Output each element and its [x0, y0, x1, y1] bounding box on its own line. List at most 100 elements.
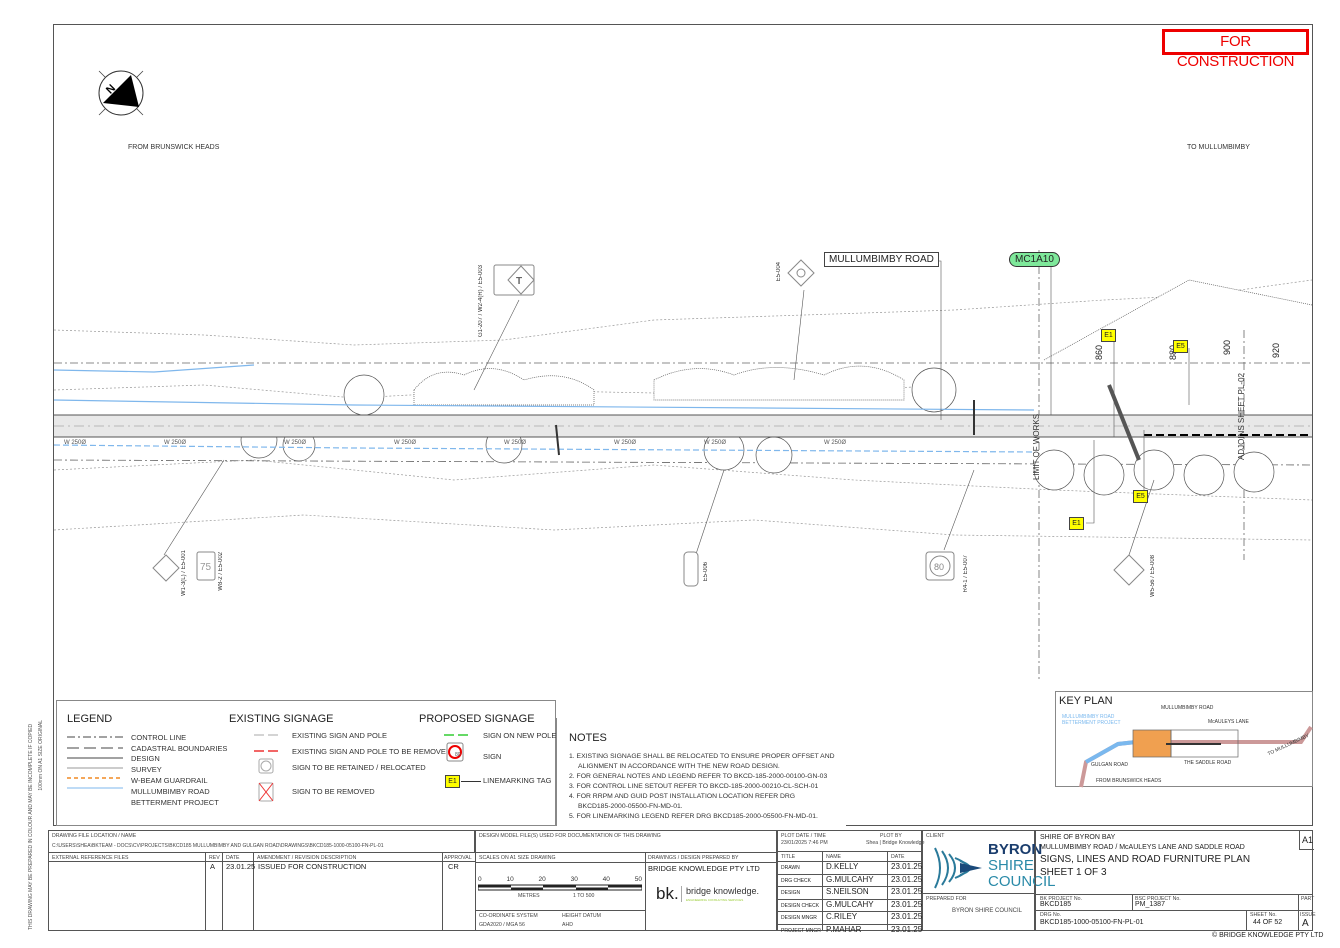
- proposed-signage-item: SIGN ON NEW POLE: [483, 731, 557, 740]
- key-plan-title: KEY PLAN: [1059, 695, 1113, 707]
- revision-approval: CR: [448, 862, 459, 871]
- sheet-number: 44 OF 52: [1253, 919, 1283, 926]
- drawing-subtitle: SHEET 1 OF 3: [1040, 867, 1107, 878]
- legend-title: LEGEND: [67, 713, 113, 725]
- height-datum-label: HEIGHT DATUM: [562, 913, 602, 919]
- existing-signage-title: EXISTING SIGNAGE: [229, 713, 334, 725]
- sign-symbols: T 75 80: [152, 259, 1145, 587]
- sheet-size: A1: [1302, 835, 1314, 845]
- sheet-number-label: SHEET No.: [1250, 912, 1277, 918]
- sign-speed-75-icon: [196, 551, 216, 581]
- signoff-date-header: DATE: [891, 854, 905, 860]
- existing-signage-item: EXISTING SIGN AND POLE: [292, 731, 388, 740]
- sign-code: W8-2 / E5-002: [218, 552, 224, 591]
- key-plan-label: MULLUMBIMBY ROAD: [1161, 705, 1214, 711]
- sign-value: 80: [455, 752, 461, 758]
- note-line: 2. FOR GENERAL NOTES AND LEGEND REFER TO…: [569, 773, 828, 780]
- plot-by-label: PLOT BY: [880, 833, 902, 839]
- signoff-row: DRAWN D.KELLY 23.01.25: [777, 861, 922, 874]
- linemarking-tag-example: E1: [445, 775, 460, 788]
- to-label: TO MULLUMBIMBY: [1187, 144, 1250, 151]
- signoff-date: 23.01.25: [891, 912, 923, 921]
- signoff-name: P.MAHAR: [826, 924, 862, 934]
- signoff-name: C.RILEY: [826, 912, 858, 921]
- key-plan-label: FROM BRUNSWICK HEADS: [1096, 778, 1162, 784]
- key-plan-label: MULLUMBIMBY ROAD BETTERMENT PROJECT: [1062, 714, 1121, 726]
- bk-logo: bk.: [656, 884, 679, 903]
- survey-lines: [54, 279, 1312, 541]
- bsc-project-label: BSC PROJECT No.: [1135, 896, 1181, 902]
- existing-signage-item: SIGN TO BE REMOVED: [292, 787, 375, 796]
- copyright: © BRIDGE KNOWLEDGE PTY LTD: [1212, 932, 1324, 939]
- legend-panel: LEGEND CONTROL LINE CADASTRAL BOUNDARIES…: [56, 700, 556, 826]
- key-plan-label: GULGAN ROAD: [1091, 762, 1128, 768]
- svg-text:W 250Ø: W 250Ø: [614, 440, 636, 446]
- key-plan-map: [1079, 725, 1313, 788]
- signoff-title-header: TITLE: [781, 854, 796, 860]
- proposed-signage-title: PROPOSED SIGNAGE: [419, 713, 535, 725]
- for-construction-stamp: FOR CONSTRUCTION: [1162, 29, 1309, 70]
- legend-item: CADASTRAL BOUNDARIES: [131, 744, 228, 753]
- key-plan-label: McAULEYS LANE: [1208, 719, 1249, 725]
- issue: A: [1302, 918, 1309, 929]
- limit-of-works-label: LIMIT OF WORKS: [1032, 414, 1041, 480]
- signoff-date: 23.01.25: [891, 887, 923, 896]
- revision-description: ISSUED FOR CONSTRUCTION: [258, 862, 367, 871]
- signoff-title: DRG CHECK: [781, 877, 812, 884]
- sign-code: R4-1 / E5-007: [963, 555, 969, 593]
- signoff-date: 23.01.25: [891, 899, 923, 909]
- note-line: 4. FOR RRPM AND GUID POST INSTALLATION L…: [569, 793, 796, 800]
- svg-text:W 250Ø: W 250Ø: [284, 440, 306, 446]
- legend-item: CONTROL LINE: [131, 733, 187, 742]
- signoff-date: 23.01.25: [891, 924, 923, 934]
- drawing-number: BKCD185-1000-05100-FN-PL-01: [1040, 919, 1144, 926]
- sign-flood-icon: [683, 551, 699, 587]
- drg-label: DRG No.: [1040, 912, 1062, 918]
- file-location: C:\USERS\SHEA\BKTEAM - DOCS\CV\PROJECTS\…: [52, 843, 384, 849]
- bk-logo-text: bridge knowledge.: [686, 886, 760, 896]
- sign-multiple-rises-icon: [1113, 554, 1145, 586]
- proposed-sign-symbols: [444, 734, 468, 762]
- scale-unit: METRES: [518, 893, 540, 899]
- plot-by: Shea | Bridge Knowledge: [866, 840, 925, 846]
- plot-date-label: PLOT DATE / TIME: [781, 833, 826, 839]
- legend-item: BETTERMENT PROJECT: [131, 798, 219, 807]
- scale-ratio: 1 TO 500: [573, 893, 595, 899]
- project-line-1: SHIRE OF BYRON BAY: [1040, 834, 1116, 841]
- signoff-title: PROJECT MNGR: [781, 927, 821, 934]
- linemarking-tag: E5: [1133, 490, 1148, 503]
- signoff-title: DESIGN CHECK: [781, 902, 820, 909]
- part-label: PART: [1301, 896, 1315, 902]
- revision-date: 23.01.25: [226, 862, 256, 871]
- svg-text:W 250Ø: W 250Ø: [394, 440, 416, 446]
- byron-council-logo-icon: [934, 847, 982, 889]
- existing-signage-item: SIGN TO BE RETAINED / RELOCATED: [292, 763, 426, 772]
- coordinate-value: GDA2020 / MGA 56: [479, 922, 525, 928]
- svg-text:W 250Ø: W 250Ø: [824, 440, 846, 446]
- vegetation: [240, 279, 1312, 496]
- chainage-860: 860: [1094, 345, 1104, 360]
- bk-project: BKCD185: [1040, 901, 1072, 908]
- prepared-by: BRIDGE KNOWLEDGE PTY LTD: [648, 864, 760, 873]
- signoff-title: DRAWN: [781, 865, 800, 871]
- signoff-date: 23.01.25: [891, 862, 923, 871]
- margin-note: THIS DRAWING MAY BE PREPARED IN COLOUR A…: [28, 723, 34, 930]
- key-plan-label: THE SADDLE ROAD: [1184, 760, 1232, 766]
- client-logo-line: BYRON: [988, 841, 1043, 858]
- bk-project-label: BK PROJECT No.: [1040, 896, 1082, 902]
- signoff-name: S.NEILSON: [826, 887, 869, 896]
- note-line: 5. FOR LINEMARKING LEGEND REFER DRG BKCD…: [569, 813, 818, 820]
- client-logo-line: SHIRE: [988, 857, 1034, 874]
- notes-panel: NOTES 1. EXISTING SIGNAGE SHALL BE RELOC…: [556, 718, 846, 826]
- legend-line-samples: [67, 736, 123, 789]
- cadastral-lines: [54, 250, 1312, 680]
- svg-text:W 250Ø: W 250Ø: [164, 440, 186, 446]
- date-header: DATE: [226, 855, 240, 861]
- signoff-name: D.KELLY: [826, 862, 859, 871]
- client-logo-line: COUNCIL: [988, 873, 1056, 890]
- proposed-signage-item: SIGN: [483, 752, 502, 761]
- svg-text:W 250Ø: W 250Ø: [704, 440, 726, 446]
